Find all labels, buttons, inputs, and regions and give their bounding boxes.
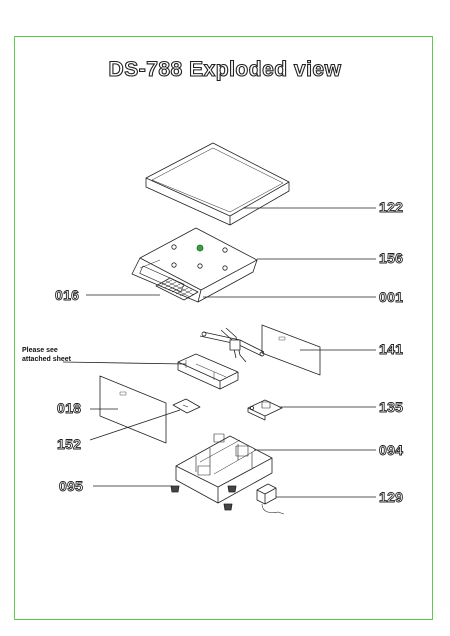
attached-sheet-note: Please see attached sheet [22, 346, 71, 364]
diagram-title: DS-788 Exploded view [108, 57, 342, 81]
part-129-power-module [256, 483, 285, 515]
label-135: 135 [379, 399, 404, 416]
label-152: 152 [57, 436, 82, 453]
label-016: 016 [55, 287, 80, 304]
label-001: 001 [379, 289, 404, 306]
label-156: 156 [379, 250, 404, 267]
label-018: 018 [57, 400, 82, 417]
page-frame [14, 36, 433, 620]
part-016-keypad [155, 277, 199, 301]
part-094-base [175, 433, 273, 504]
label-129: 129 [379, 489, 404, 506]
part-095-feet [170, 485, 237, 511]
label-122: 122 [379, 199, 404, 216]
part-152-small-bracket [172, 398, 201, 414]
part-018-display-sheet [99, 375, 167, 444]
part-cross-bracket [199, 327, 265, 363]
part-141-display-sheet [261, 324, 321, 376]
label-094: 094 [379, 442, 404, 459]
note-line-2: attached sheet [22, 356, 72, 363]
label-141: 141 [379, 341, 404, 358]
part-156-housing [131, 227, 258, 303]
part-135-load-cell [247, 399, 283, 421]
leader-lines [62, 207, 376, 498]
label-095: 095 [59, 478, 84, 495]
note-line-1: Please see [22, 347, 58, 354]
part-main-frame [177, 353, 239, 390]
part-122-weighing-pan [145, 142, 290, 226]
